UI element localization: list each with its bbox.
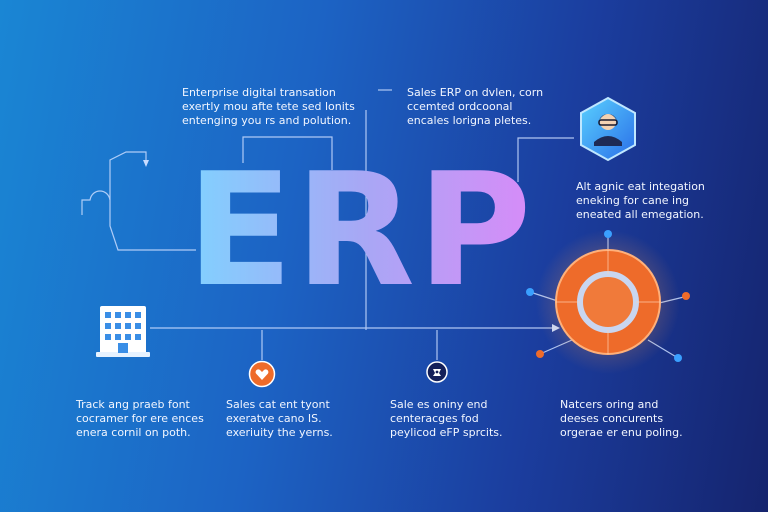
tag-badge-icon <box>426 361 448 383</box>
caption-bottom-left: Track ang praeb font cocramer for ere en… <box>76 398 204 440</box>
caption-line: entenging you rs and polution. <box>182 114 352 127</box>
caption-top-middle: Sales ERP on dvlen, corn ccemted ordcoon… <box>407 86 543 128</box>
caption-line: ccemted ordcoonal <box>407 100 513 113</box>
caption-line: deeses concurents <box>560 412 664 425</box>
caption-line: Track ang praeb font <box>76 398 190 411</box>
caption-line: cocramer for ere ences <box>76 412 204 425</box>
caption-line: Natcers oring and <box>560 398 659 411</box>
caption-line: peylicod eFP sprcits. <box>390 426 503 439</box>
caption-line: eneking for cane ing <box>576 194 690 207</box>
person-hexagon-icon <box>580 96 636 162</box>
caption-top-left: Enterprise digital transation exertly mo… <box>182 86 355 128</box>
building-icon <box>96 306 150 357</box>
caption-line: eneated all emegation. <box>576 208 704 221</box>
caption-line: Sale es oniny end <box>390 398 488 411</box>
caption-line: centeracges fod <box>390 412 479 425</box>
caption-line: Sales ERP on dvlen, corn <box>407 86 544 99</box>
caption-middle-right: Alt agnic eat integation eneking for can… <box>576 180 705 222</box>
caption-line: exeratve cano IS. <box>226 412 322 425</box>
caption-line: exertly mou afte tete sed lonits <box>182 100 355 113</box>
caption-line: enera cornil on poth. <box>76 426 191 439</box>
caption-line: orgerae er enu poling. <box>560 426 683 439</box>
caption-line: exeriuity the yerns. <box>226 426 333 439</box>
caption-line: Sales cat ent tyont <box>226 398 330 411</box>
caption-line: encales lorigna pletes. <box>407 114 532 127</box>
erp-title: ERP <box>180 140 540 320</box>
caption-bottom-right: Natcers oring and deeses concurents orge… <box>560 398 683 440</box>
caption-bottom-center-left: Sales cat ent tyont exeratve cano IS. ex… <box>226 398 333 440</box>
caption-line: Enterprise digital transation <box>182 86 336 99</box>
caption-bottom-center-right: Sale es oniny end centeracges fod peylic… <box>390 398 503 440</box>
caption-line: Alt agnic eat integation <box>576 180 705 193</box>
orange-ring-hub-icon <box>526 230 690 374</box>
heart-badge-icon <box>248 360 276 388</box>
